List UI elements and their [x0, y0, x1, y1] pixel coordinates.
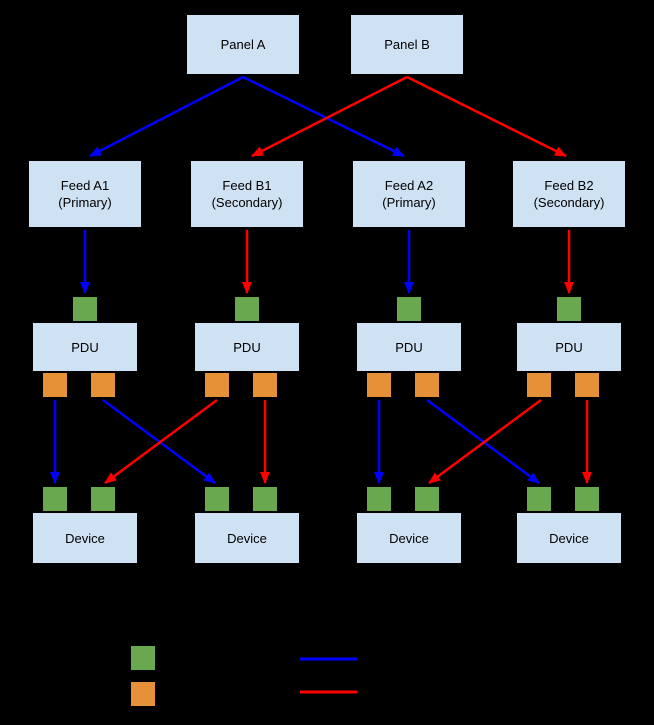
feed-b2-node: Feed B2 (Secondary)	[512, 160, 626, 228]
feed-a2-node: Feed A2 (Primary)	[352, 160, 466, 228]
pdu2-output-port-left-icon	[204, 372, 230, 398]
pdu4-output-port-right-icon	[574, 372, 600, 398]
feed-a2-role: (Primary)	[382, 195, 436, 210]
device1-node: Device	[32, 512, 138, 564]
device2-input-port-right-icon	[252, 486, 278, 512]
pdu3-node: PDU	[356, 322, 462, 372]
pdu3-output-port-right-icon	[414, 372, 440, 398]
feed-b1-node: Feed B1 (Secondary)	[190, 160, 304, 228]
panel-a-node: Panel A	[186, 14, 300, 75]
panel-a-label: Panel A	[220, 37, 266, 52]
pdu4-output-port-left-icon	[526, 372, 552, 398]
pdu2-node: PDU	[194, 322, 300, 372]
panel-b-node: Panel B	[350, 14, 464, 75]
pdu4-label: PDU	[555, 339, 583, 355]
arrow-pdu3-to-device4	[426, 398, 540, 485]
device3-input-port-left-icon	[366, 486, 392, 512]
pdu1-node: PDU	[32, 322, 138, 372]
feed-b2-role: (Secondary)	[533, 195, 605, 210]
legend-orange-port-swatch	[130, 681, 156, 707]
pdu3-output-port-left-icon	[366, 372, 392, 398]
pdu3-label: PDU	[395, 339, 423, 355]
arrow-panel-a-to-feed-a2	[242, 75, 405, 158]
pdu1-output-port-right-icon	[90, 372, 116, 398]
pdu2-input-port-icon	[234, 296, 260, 322]
device2-label: Device	[227, 530, 267, 546]
arrow-panel-b-to-feed-b2	[406, 75, 567, 158]
arrow-pdu4-to-device3	[428, 398, 542, 485]
pdu4-input-port-icon	[556, 296, 582, 322]
pdu3-input-port-icon	[396, 296, 422, 322]
pdu1-input-port-icon	[72, 296, 98, 322]
legend-green-port-swatch	[130, 645, 156, 671]
arrow-panel-a-to-feed-a1	[89, 75, 244, 158]
device1-label: Device	[65, 530, 105, 546]
device3-label: Device	[389, 530, 429, 546]
feed-a1-role: (Primary)	[58, 195, 112, 210]
feed-a1-name: Feed A1	[60, 178, 110, 193]
device4-input-port-left-icon	[526, 486, 552, 512]
arrow-pdu2-to-device1	[104, 398, 218, 485]
device1-input-port-right-icon	[90, 486, 116, 512]
device4-node: Device	[516, 512, 622, 564]
pdu4-node: PDU	[516, 322, 622, 372]
arrow-pdu1-to-device2	[102, 398, 216, 485]
pdu2-label: PDU	[233, 339, 261, 355]
pdu1-output-port-left-icon	[42, 372, 68, 398]
feed-a2-name: Feed A2	[384, 178, 434, 193]
device3-node: Device	[356, 512, 462, 564]
feed-b1-name: Feed B1	[222, 178, 272, 193]
device3-input-port-right-icon	[414, 486, 440, 512]
panel-b-label: Panel B	[384, 37, 430, 52]
device4-label: Device	[549, 530, 589, 546]
feed-a1-node: Feed A1 (Primary)	[28, 160, 142, 228]
device2-input-port-left-icon	[204, 486, 230, 512]
arrow-panel-b-to-feed-b1	[251, 75, 408, 158]
feed-b1-role: (Secondary)	[211, 195, 283, 210]
device4-input-port-right-icon	[574, 486, 600, 512]
device2-node: Device	[194, 512, 300, 564]
device1-input-port-left-icon	[42, 486, 68, 512]
feed-b2-name: Feed B2	[544, 178, 594, 193]
pdu2-output-port-right-icon	[252, 372, 278, 398]
pdu1-label: PDU	[71, 339, 99, 355]
